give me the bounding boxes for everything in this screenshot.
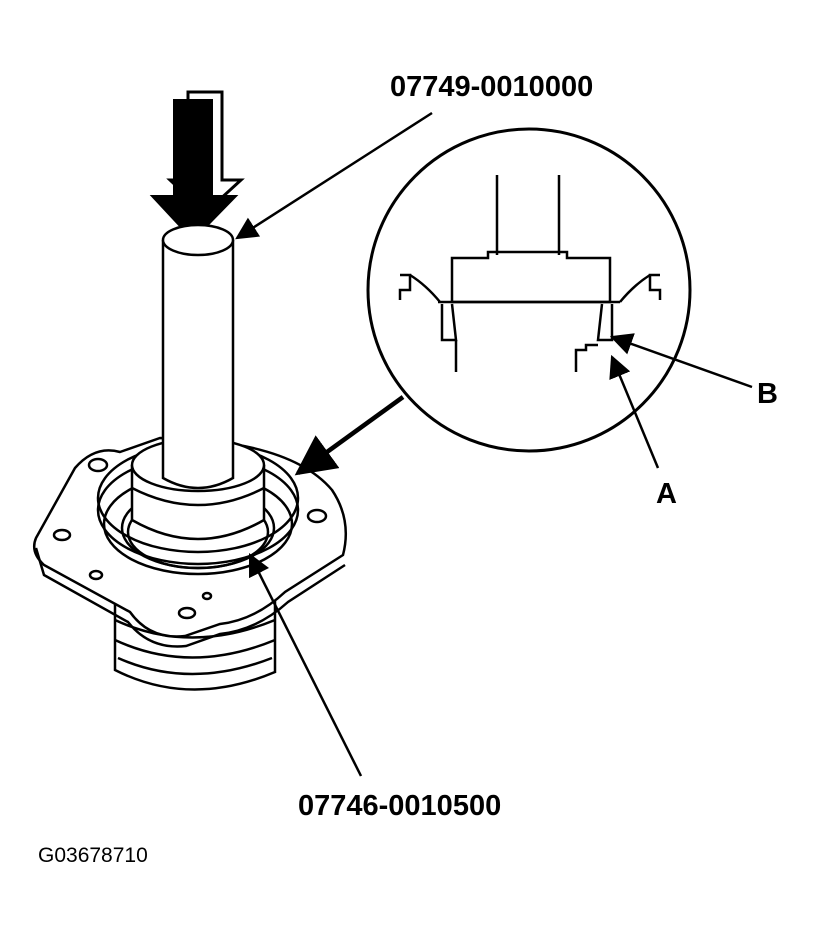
leader-line-handle xyxy=(235,111,433,240)
tool-label-attachment: 07746-0010500 xyxy=(298,790,502,822)
leader-line-b xyxy=(609,333,753,389)
press-force-arrow-icon xyxy=(149,90,245,242)
tool-label-handle: 07749-0010000 xyxy=(390,71,594,103)
callout-label-a: A xyxy=(656,478,677,510)
detail-magnifier xyxy=(366,127,692,453)
callout-label-b: B xyxy=(757,378,778,410)
figure-id: G03678710 xyxy=(38,844,148,867)
driver-handle xyxy=(161,223,235,490)
detail-callout-arrow xyxy=(294,395,405,476)
leader-line-a xyxy=(609,354,660,469)
leader-line-attachment xyxy=(248,552,363,777)
